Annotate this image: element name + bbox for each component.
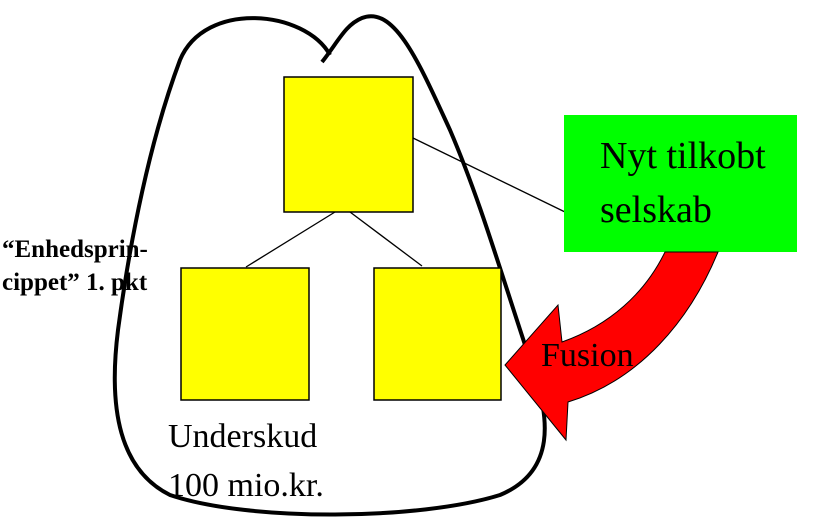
new-company-label-line2: selskab	[600, 189, 712, 231]
new-company-label-line1: Nyt tilkobt	[600, 135, 766, 177]
new-company-box	[564, 115, 797, 252]
subsidiary-left-box	[180, 267, 310, 401]
merger-label: Fusion	[541, 337, 634, 374]
principle-note-line1: “Enhedsprin-	[2, 236, 148, 263]
group-boundary-loop	[112, 14, 547, 517]
merger-arrow	[504, 251, 719, 442]
deficit-label-line2: 100 mio.kr.	[168, 467, 324, 504]
connector-parent-to-new-company	[412, 137, 566, 213]
principle-note-line2: cippet” 1. pkt	[2, 269, 148, 296]
connector-parent-to-right-sub	[349, 211, 423, 267]
deficit-label-line1: Underskud	[168, 418, 317, 455]
connector-parent-to-left-sub	[245, 211, 336, 268]
parent-company-box	[283, 76, 414, 213]
subsidiary-right-box	[373, 267, 502, 401]
